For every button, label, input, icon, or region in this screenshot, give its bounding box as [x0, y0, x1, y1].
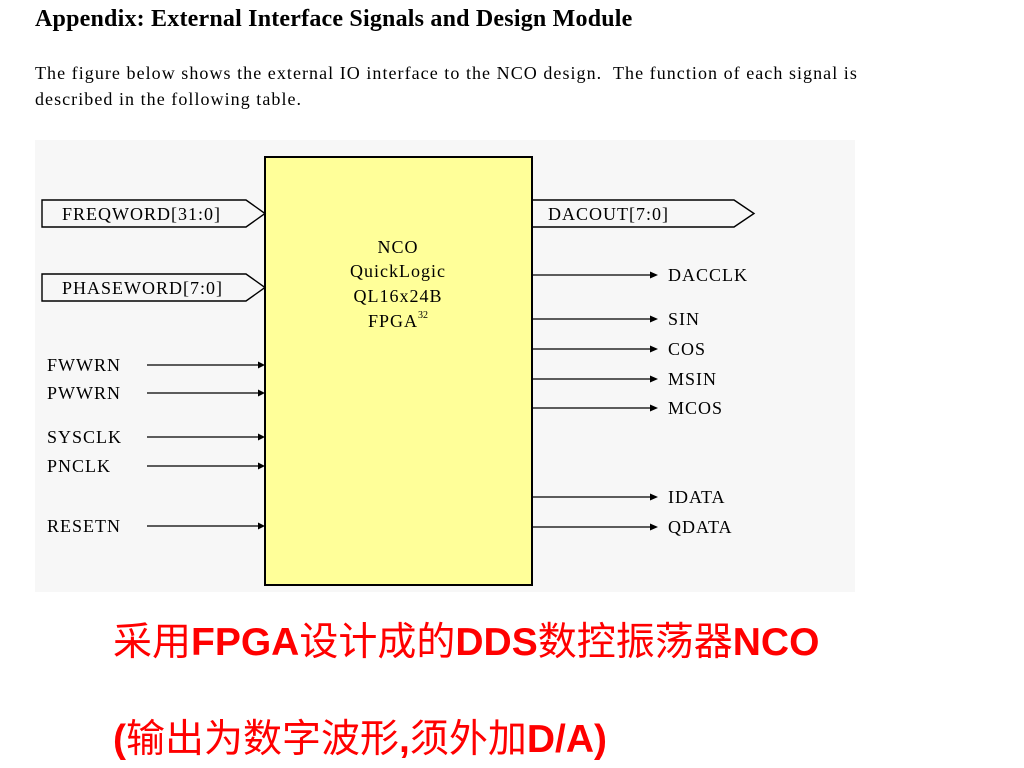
bus-input-freqword-label: FREQWORD[31:0] — [62, 204, 221, 224]
input-signal-fwwrn-label: FWWRN — [47, 355, 121, 375]
block-name-label: NCO — [377, 237, 418, 257]
caption-segment: D/A) — [526, 718, 608, 761]
block-family-label: FPGA32 — [368, 310, 428, 331]
bus-input-phaseword-arrow — [41, 273, 267, 302]
block-family-superscript: 32 — [418, 310, 428, 321]
caption-segment: 采用 — [113, 621, 192, 664]
input-signal-fwwrn: FWWRN — [47, 355, 265, 375]
output-signal-sin-arrowhead — [650, 315, 658, 323]
output-signal-idata-label: IDATA — [668, 487, 726, 507]
caption-segment: FPGA — [191, 621, 300, 664]
output-signal-qdata-arrowhead — [650, 523, 658, 531]
nco-block-group: NCO QuickLogic QL16x24B FPGA32 — [264, 156, 533, 586]
nco-block — [264, 156, 533, 586]
caption-segment: DDS — [455, 621, 538, 664]
page-title: Appendix: External Interface Signals and… — [35, 6, 633, 32]
output-signal-msin-arrowhead — [650, 375, 658, 383]
output-signal-mcos-arrowhead — [650, 404, 658, 412]
caption-line-2: (输出为数字波形,须外加D/A) — [113, 718, 607, 762]
caption-line-1: 采用FPGA设计成的DDS数控振荡器NCO — [113, 621, 819, 665]
output-signal-qdata-label: QDATA — [668, 517, 733, 537]
output-signal-cos-arrowhead — [650, 345, 658, 353]
input-signal-pwwrn-arrowhead — [258, 389, 265, 397]
caption-segment: ( — [113, 718, 126, 761]
output-signal-dacclk-label: DACCLK — [668, 265, 748, 285]
nco-interface-diagram: NCO QuickLogic QL16x24B FPGA32 FREQWORD[… — [41, 156, 756, 586]
output-signal-idata-arrowhead — [650, 493, 658, 501]
bus-output-dacout-label: DACOUT[7:0] — [548, 204, 669, 224]
caption-segment: 须外加 — [409, 718, 527, 761]
input-signal-pwwrn-label: PWWRN — [47, 383, 121, 403]
caption-segment: , — [399, 718, 410, 761]
block-vendor-label: QuickLogic — [350, 261, 446, 281]
block-device-label: QL16x24B — [354, 286, 443, 306]
caption-segment: 设计成的 — [299, 621, 456, 664]
bus-input-phaseword: PHASEWORD[7:0] — [41, 273, 267, 302]
output-signal-msin-label: MSIN — [668, 369, 717, 389]
input-signal-sysclk-arrowhead — [258, 433, 265, 441]
input-signal-sysclk: SYSCLK — [47, 427, 265, 447]
bus-output-dacout: DACOUT[7:0] — [531, 199, 756, 228]
block-family-text: FPGA — [368, 311, 418, 331]
caption-segment: NCO — [732, 621, 820, 664]
input-signal-pnclk: PNCLK — [47, 456, 265, 476]
caption-segment: 输出为数字波形 — [126, 718, 400, 761]
input-signal-pwwrn: PWWRN — [47, 383, 265, 403]
input-signal-pnclk-arrowhead — [258, 462, 265, 470]
intro-paragraph: The figure below shows the external IO i… — [35, 60, 858, 112]
output-signal-dacclk-arrowhead — [650, 271, 658, 279]
input-signal-resetn-label: RESETN — [47, 516, 121, 536]
output-signal-mcos: MCOS — [532, 398, 723, 418]
intro-line-1: The figure below shows the external IO i… — [35, 63, 858, 83]
intro-line-2: described in the following table. — [35, 89, 303, 109]
bus-input-freqword-arrow — [41, 199, 267, 228]
output-signal-dacclk: DACCLK — [532, 265, 748, 285]
output-signal-sin-label: SIN — [668, 309, 700, 329]
output-signal-idata: IDATA — [532, 487, 726, 507]
output-signal-mcos-label: MCOS — [668, 398, 723, 418]
output-signal-qdata: QDATA — [532, 517, 733, 537]
output-signal-cos: COS — [532, 339, 706, 359]
bus-output-dacout-arrow — [531, 199, 756, 228]
output-signal-sin: SIN — [532, 309, 700, 329]
input-signal-resetn: RESETN — [47, 516, 265, 536]
input-signal-pnclk-label: PNCLK — [47, 456, 111, 476]
input-signal-sysclk-label: SYSCLK — [47, 427, 122, 447]
bus-input-freqword: FREQWORD[31:0] — [41, 199, 267, 228]
bus-input-phaseword-label: PHASEWORD[7:0] — [62, 278, 223, 298]
caption-segment: 数控振荡器 — [537, 621, 733, 664]
output-signal-msin: MSIN — [532, 369, 717, 389]
input-signal-fwwrn-arrowhead — [258, 361, 265, 369]
output-signal-cos-label: COS — [668, 339, 706, 359]
input-signal-resetn-arrowhead — [258, 522, 265, 530]
